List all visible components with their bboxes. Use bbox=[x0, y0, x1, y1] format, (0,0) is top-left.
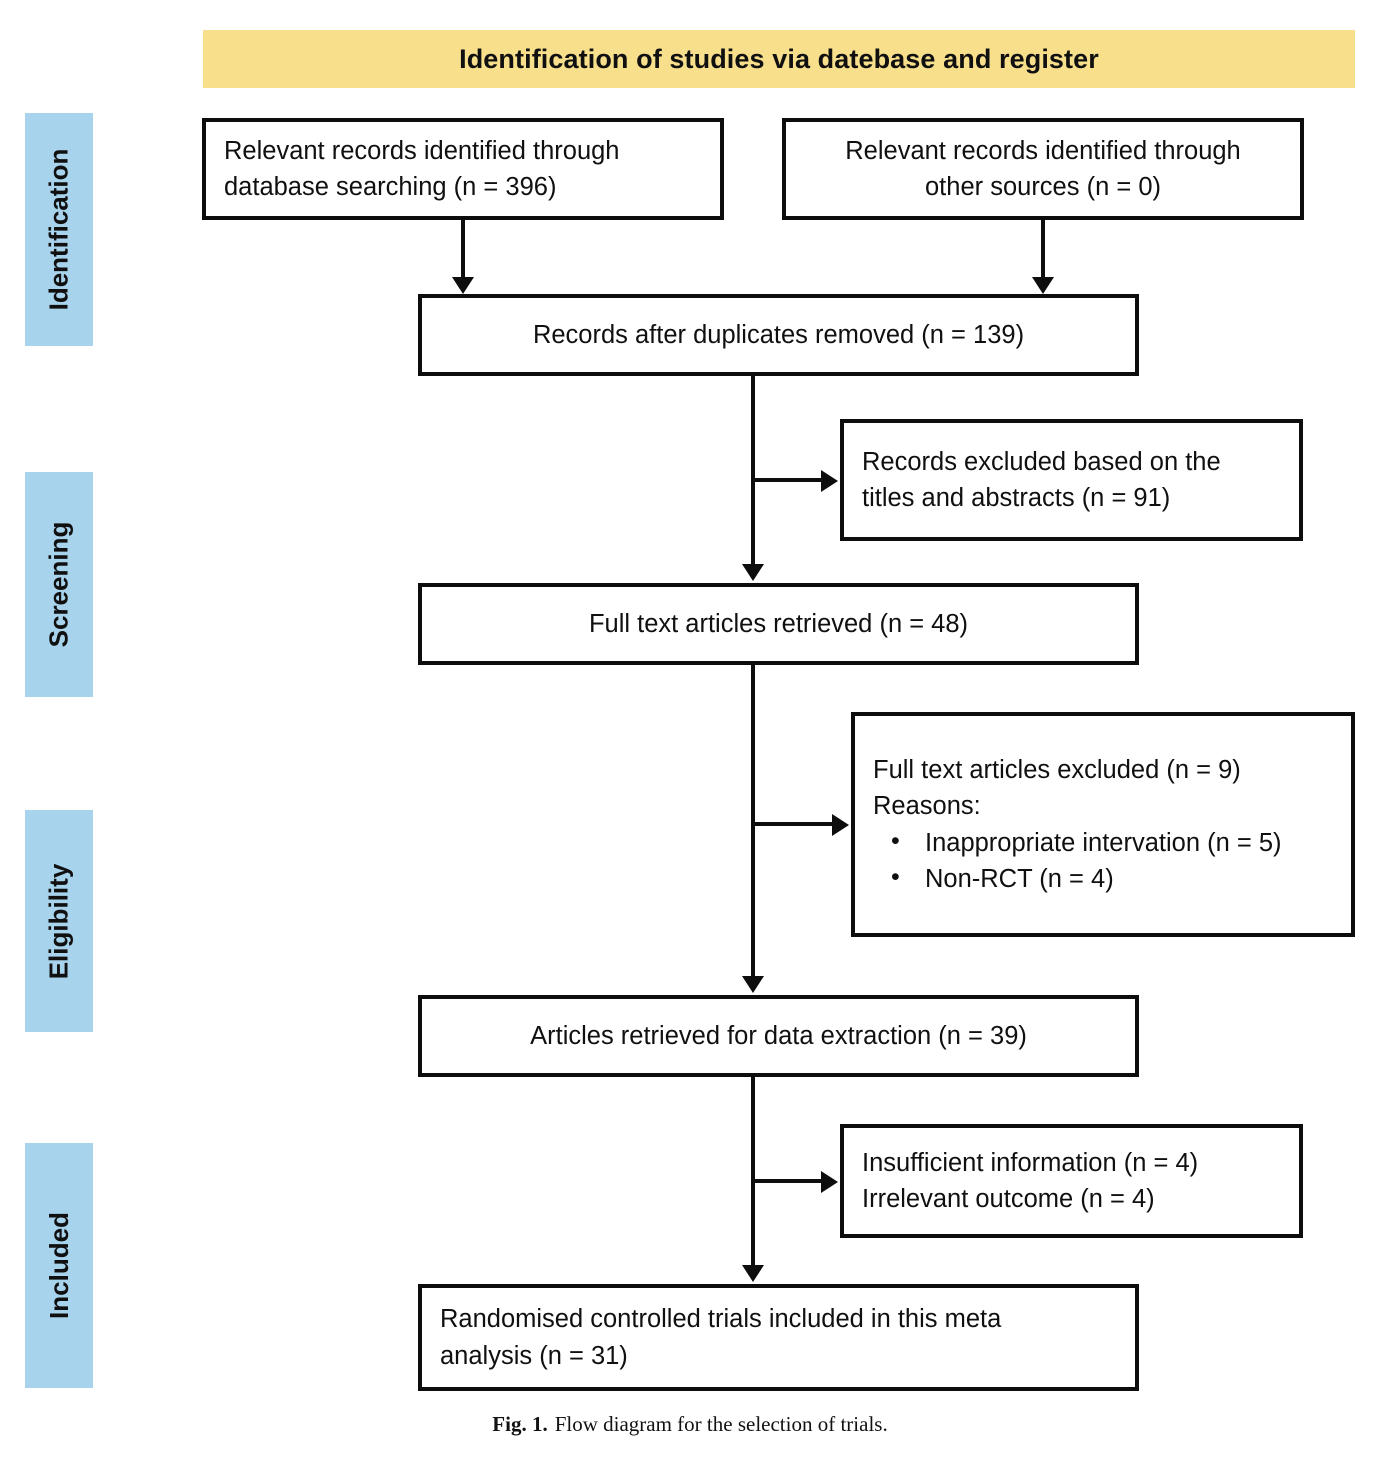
box-database-searching-line1: Relevant records identified through bbox=[224, 136, 620, 165]
fulltext-excluded-reason-list: Inappropriate intervation (n = 5) Non-RC… bbox=[873, 823, 1335, 897]
arrowhead-extraction-to-included bbox=[742, 1265, 764, 1282]
arrowhead-db-search-to-duplicates bbox=[452, 277, 474, 294]
box-excluded-titles-abstracts-line2: titles and abstracts (n = 91) bbox=[862, 484, 1171, 512]
arrowhead-fulltext-to-extraction bbox=[742, 976, 764, 993]
box-fulltext-retrieved: Full text articles retrieved (n = 48) bbox=[418, 583, 1139, 665]
stage-label-eligibility: Eligibility bbox=[43, 863, 74, 979]
box-fulltext-excluded-line1: Full text articles excluded (n = 9) bbox=[873, 756, 1241, 785]
diagram-title-banner: Identification of studies via datebase a… bbox=[203, 30, 1355, 88]
box-other-sources: Relevant records identified through othe… bbox=[782, 118, 1304, 220]
list-item: Inappropriate intervation (n = 5) bbox=[873, 823, 1335, 861]
diagram-title: Identification of studies via datebase a… bbox=[459, 43, 1099, 74]
box-excluded-titles-abstracts-line1: Records excluded based on the bbox=[862, 447, 1221, 476]
box-fulltext-retrieved-line1: Full text articles retrieved (n = 48) bbox=[588, 609, 969, 638]
box-duplicates-removed-line1: Records after duplicates removed (n = 13… bbox=[532, 320, 1025, 349]
stage-bar-eligibility: Eligibility bbox=[25, 810, 93, 1032]
box-articles-data-extraction-line1: Articles retrieved for data extraction (… bbox=[530, 1021, 1027, 1050]
box-fulltext-excluded-reasons-label: Reasons: bbox=[873, 792, 981, 821]
arrowhead-other-sources-to-duplicates bbox=[1032, 277, 1054, 294]
arrowhead-extraction-to-insufficient bbox=[821, 1171, 838, 1193]
figure-caption-label: Fig. 1. bbox=[492, 1412, 548, 1436]
box-articles-data-extraction: Articles retrieved for data extraction (… bbox=[418, 995, 1139, 1077]
list-item: Non-RCT (n = 4) bbox=[873, 860, 1335, 897]
connector-db-search-to-duplicates bbox=[461, 220, 465, 280]
connector-duplicates-to-fulltext bbox=[751, 376, 755, 566]
stage-label-identification: Identification bbox=[43, 148, 74, 311]
stage-bar-screening: Screening bbox=[25, 472, 93, 697]
connector-duplicates-to-excluded-titles bbox=[751, 478, 823, 482]
stage-label-screening: Screening bbox=[43, 521, 74, 648]
box-insufficient-information: Insufficient information (n = 4) bbox=[862, 1148, 1199, 1177]
connector-extraction-to-insufficient bbox=[751, 1179, 823, 1183]
box-duplicates-removed: Records after duplicates removed (n = 13… bbox=[418, 294, 1139, 376]
box-included-trials: Randomised controlled trials included in… bbox=[418, 1284, 1139, 1391]
connector-extraction-to-included bbox=[751, 1077, 755, 1267]
box-excluded-titles-abstracts: Records excluded based on the titles and… bbox=[840, 419, 1303, 541]
arrowhead-duplicates-to-fulltext bbox=[742, 564, 764, 581]
stage-label-included: Included bbox=[43, 1212, 74, 1319]
arrowhead-fulltext-to-fulltext-excluded bbox=[832, 814, 849, 836]
box-other-sources-line1: Relevant records identified through bbox=[845, 136, 1241, 165]
box-included-trials-line1: Randomised controlled trials included in… bbox=[440, 1305, 1002, 1334]
box-irrelevant-outcome: Irrelevant outcome (n = 4) bbox=[862, 1185, 1155, 1213]
arrowhead-duplicates-to-excluded-titles bbox=[821, 470, 838, 492]
box-included-trials-line2: analysis (n = 31) bbox=[440, 1341, 628, 1370]
box-database-searching-line2: database searching (n = 396) bbox=[224, 173, 557, 201]
box-insufficient-irrelevant: Insufficient information (n = 4) Irrelev… bbox=[840, 1124, 1303, 1238]
box-database-searching: Relevant records identified through data… bbox=[202, 118, 724, 220]
box-fulltext-excluded: Full text articles excluded (n = 9) Reas… bbox=[851, 712, 1355, 937]
figure-caption-text: Flow diagram for the selection of trials… bbox=[554, 1412, 888, 1436]
connector-other-sources-to-duplicates bbox=[1041, 220, 1045, 280]
stage-bar-identification: Identification bbox=[25, 113, 93, 346]
box-other-sources-line2: other sources (n = 0) bbox=[925, 173, 1161, 201]
connector-fulltext-to-fulltext-excluded bbox=[751, 822, 834, 826]
figure-caption: Fig. 1.Flow diagram for the selection of… bbox=[0, 1412, 1380, 1437]
stage-bar-included: Included bbox=[25, 1143, 93, 1388]
connector-fulltext-to-extraction bbox=[751, 665, 755, 978]
